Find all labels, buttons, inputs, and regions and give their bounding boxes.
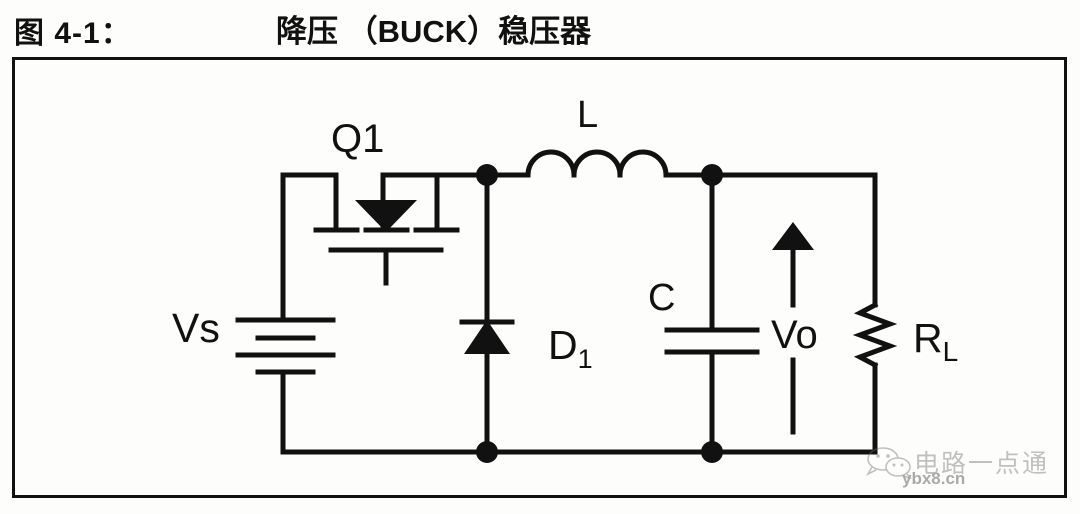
watermark-text: 电路一点通 bbox=[914, 450, 1050, 478]
watermark-url: ybx8.cn bbox=[902, 469, 966, 488]
label-resistor-rl: RL bbox=[913, 315, 958, 368]
label-q1: Q1 bbox=[331, 117, 385, 161]
label-diode-d1-main: D bbox=[548, 322, 578, 368]
node-ground-diode bbox=[476, 441, 498, 463]
node-ground-capacitor bbox=[701, 441, 723, 463]
diagram-frame bbox=[12, 57, 1067, 498]
label-inductor-l: L bbox=[577, 94, 599, 136]
label-resistor-rl-sub: L bbox=[942, 336, 959, 368]
figure-number-label: 图 4-1： bbox=[14, 17, 132, 50]
d1-triangle-arrow bbox=[464, 320, 510, 354]
figure-title-row: 图 4-1： 降压 （BUCK）稳压器 bbox=[0, 0, 1080, 57]
node-switch-output bbox=[476, 164, 498, 186]
wechat-icon bbox=[866, 447, 912, 479]
vo-arrowhead-icon bbox=[772, 222, 814, 250]
watermark: 电路一点通 ybx8.cn bbox=[866, 443, 1074, 501]
figure-title-text: 降压 （BUCK）稳压器 bbox=[276, 14, 592, 49]
inductor-coil-1 bbox=[525, 149, 577, 178]
inductor-coil-2 bbox=[571, 149, 623, 178]
q1-body-diode-arrow bbox=[355, 200, 417, 232]
label-diode-d1: D1 bbox=[548, 322, 593, 375]
label-resistor-rl-main: R bbox=[913, 315, 943, 361]
label-source-vs: Vs bbox=[172, 305, 220, 351]
label-capacitor-c: C bbox=[648, 277, 676, 319]
node-output bbox=[701, 164, 723, 186]
label-diode-d1-sub: 1 bbox=[577, 344, 593, 375]
inductor-coil-3 bbox=[617, 149, 669, 178]
label-output-vo: Vo bbox=[771, 313, 818, 357]
rl-zigzag-body bbox=[852, 301, 898, 369]
